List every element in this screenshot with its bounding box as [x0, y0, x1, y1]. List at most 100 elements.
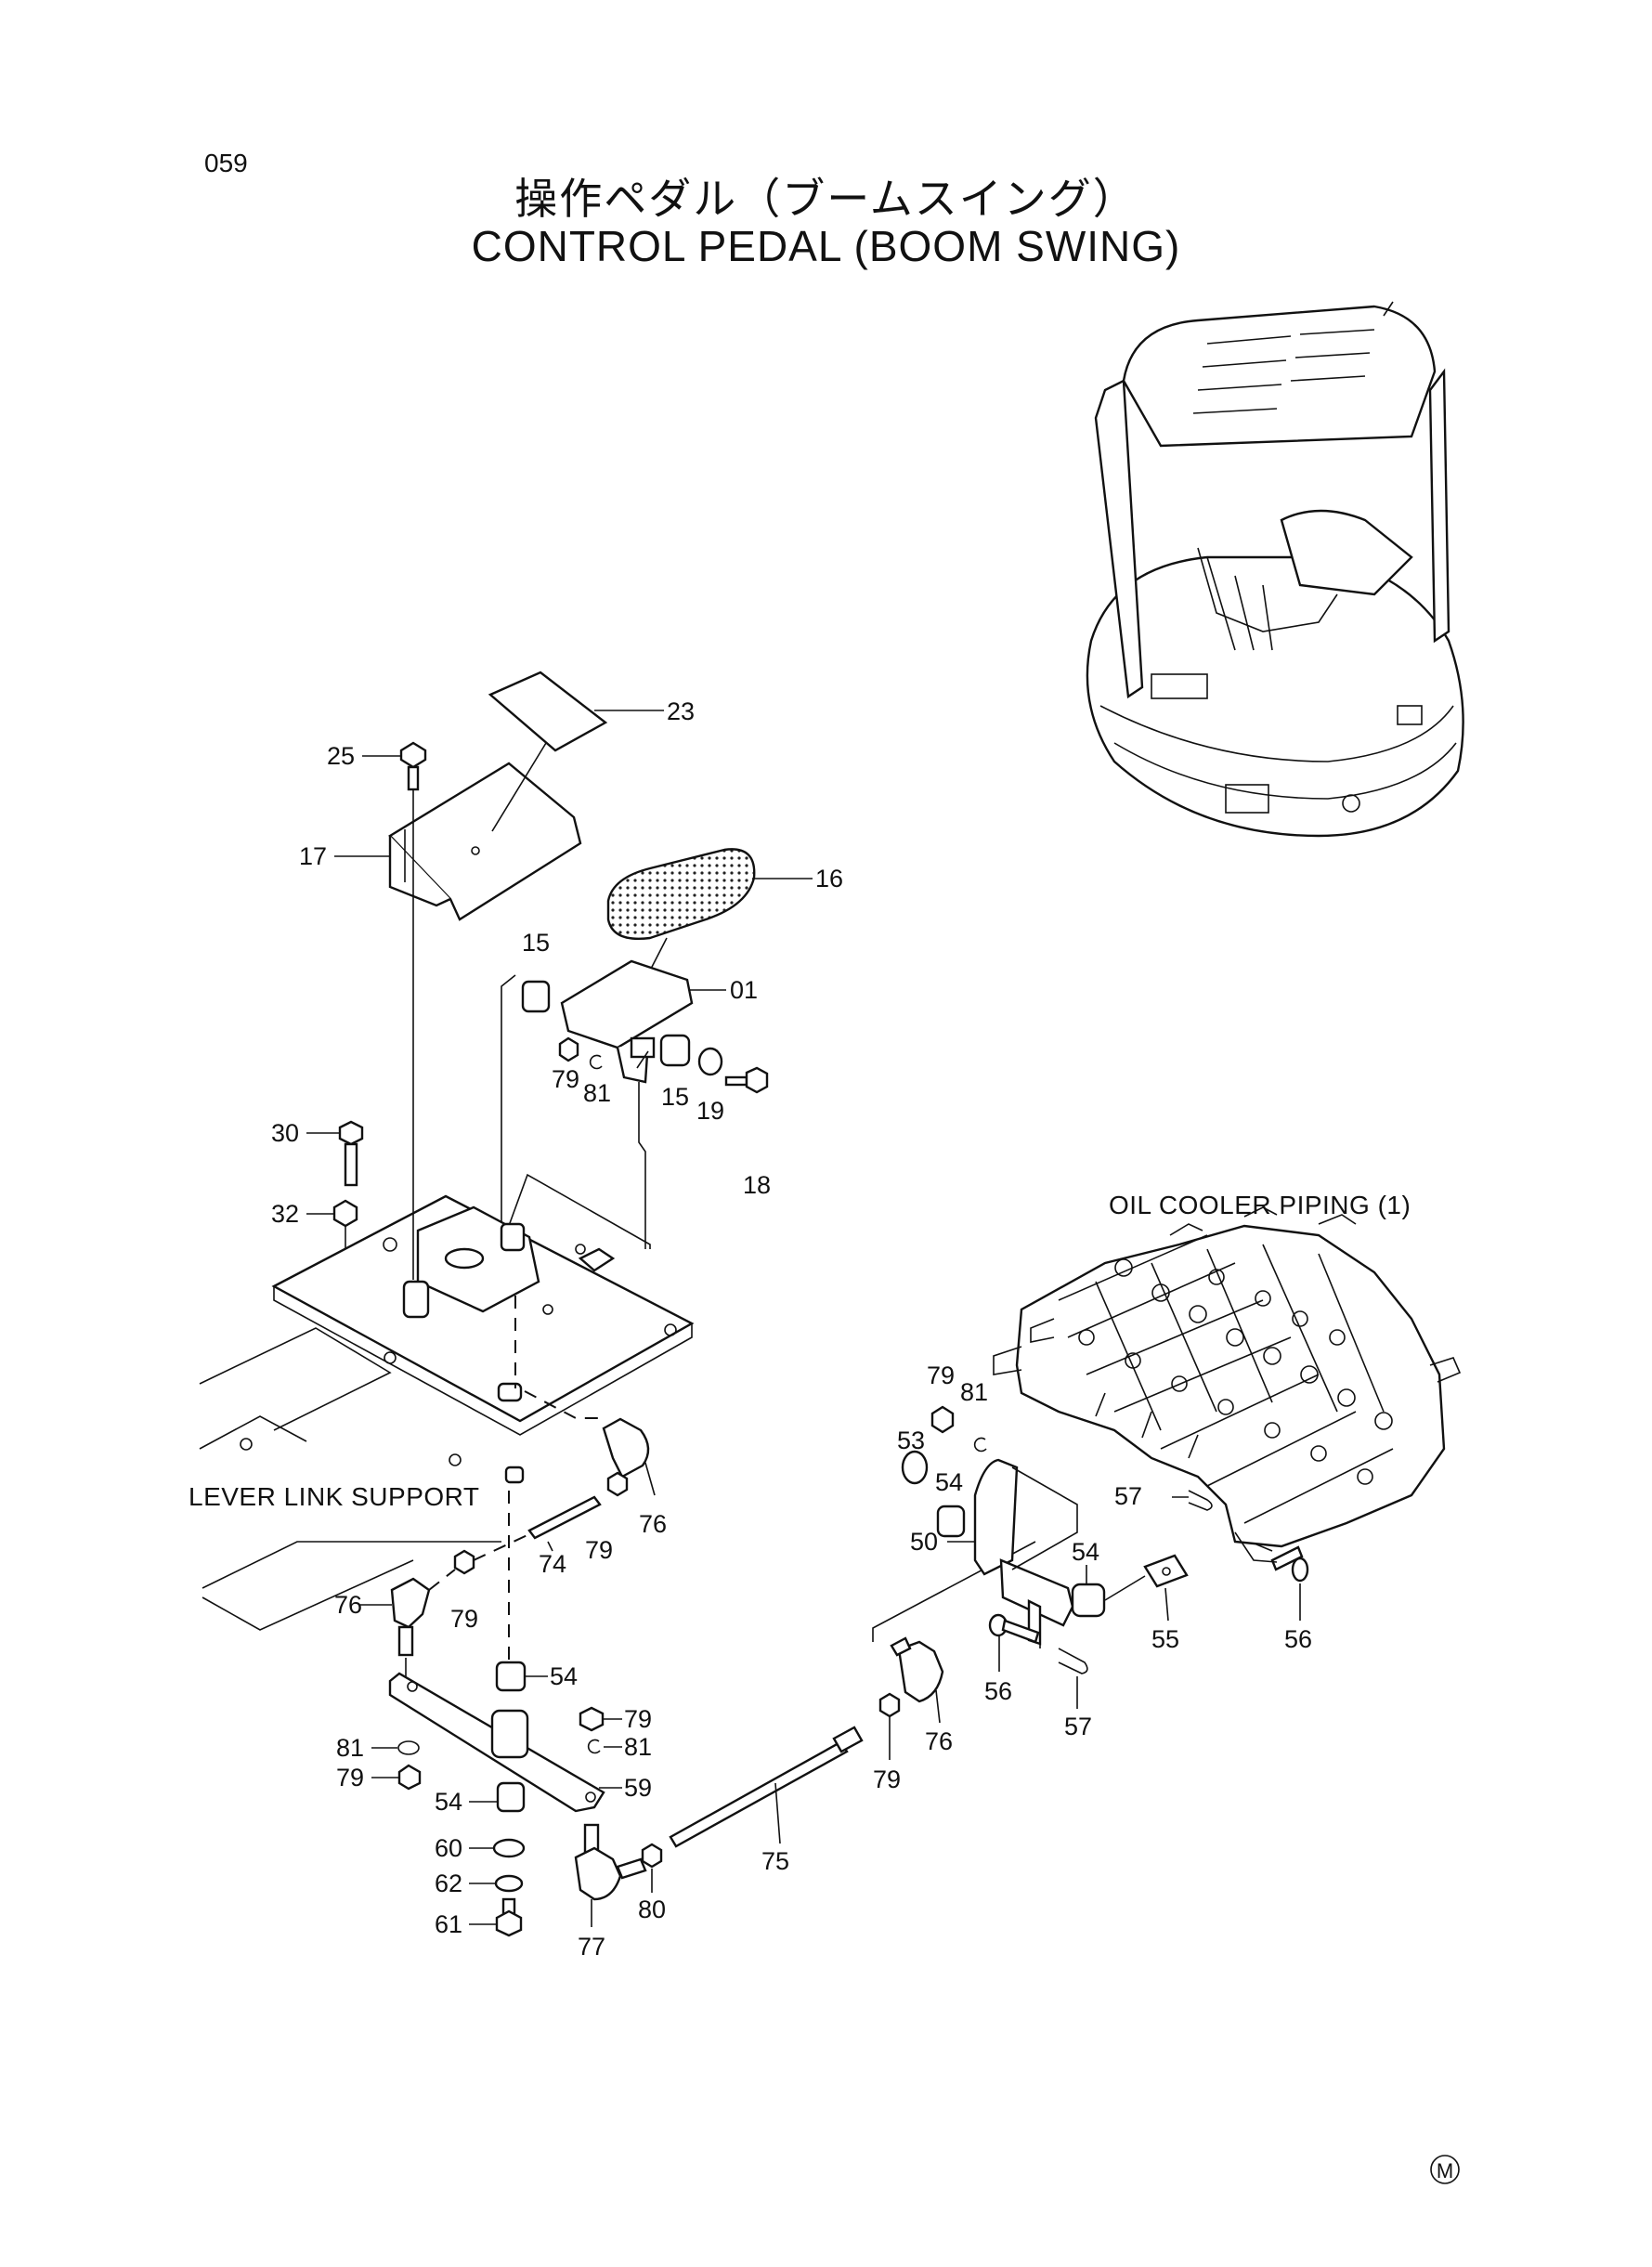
nut-80 — [641, 1843, 663, 1893]
nut-32 — [306, 1199, 358, 1249]
washer-60 — [469, 1838, 526, 1858]
bushing-54-valve-right — [1071, 1565, 1106, 1618]
pedal-arm-01 — [560, 959, 726, 1084]
ball-joint-76b — [360, 1569, 456, 1676]
page-number: 059 — [204, 149, 248, 177]
part-label: 81 — [336, 1734, 364, 1762]
part-label: 54 — [1072, 1538, 1099, 1566]
ball-joint-77 — [574, 1823, 647, 1927]
bushing-15b — [659, 1034, 691, 1067]
part-label: 74 — [539, 1550, 566, 1578]
page-title-japanese: 操作ペダル（ブームスイング） — [514, 174, 1138, 224]
part-label: 19 — [696, 1097, 724, 1125]
part-label: 16 — [815, 865, 843, 892]
oil-cooler-piping-label: OIL COOLER PIPING (1) — [1109, 1191, 1411, 1219]
washer-53 — [901, 1450, 929, 1485]
nut-79-lever-r — [579, 1706, 622, 1732]
part-label: 81 — [583, 1079, 611, 1107]
part-label: 54 — [935, 1468, 963, 1496]
washer-81-lever-l — [371, 1740, 420, 1755]
part-label: 59 — [624, 1774, 652, 1802]
part-label: 55 — [1151, 1625, 1179, 1653]
washer-81-pedal — [589, 1054, 603, 1070]
bushing-54-lever-bottom — [469, 1781, 526, 1813]
bushing-54-valve-left — [936, 1505, 966, 1538]
part-label: 79 — [624, 1705, 652, 1733]
part-label: 54 — [435, 1788, 462, 1816]
svg-text:M: M — [1437, 2159, 1453, 2182]
part-label: 80 — [638, 1896, 666, 1923]
part-label: 79 — [927, 1362, 955, 1389]
part-label: 17 — [299, 842, 327, 870]
part-label: 81 — [624, 1733, 652, 1761]
nut-79-pedal — [558, 1036, 579, 1062]
part-label: 18 — [743, 1171, 771, 1199]
part-label: 76 — [334, 1591, 362, 1619]
bolt-56-right — [1249, 1541, 1309, 1621]
pin-57-lower — [1058, 1648, 1088, 1709]
nut-79-valve — [930, 1405, 955, 1434]
part-label: 54 — [550, 1662, 578, 1690]
part-label: 15 — [522, 929, 550, 957]
pedal-cover-23 — [488, 671, 664, 752]
part-label: 76 — [925, 1727, 953, 1755]
pedal-pad-16 — [606, 848, 813, 971]
part-label: 79 — [585, 1536, 613, 1564]
washer-81-lever-r — [587, 1739, 622, 1754]
part-label: 75 — [761, 1847, 789, 1875]
excavator-cab-illustration — [1086, 301, 1464, 838]
stud-74 — [527, 1495, 602, 1552]
bolt-56-left — [988, 1613, 1040, 1672]
pin-57-upper — [1172, 1490, 1213, 1511]
part-label: 15 — [661, 1083, 689, 1111]
washer-62 — [469, 1874, 524, 1893]
part-label: 56 — [1284, 1625, 1312, 1653]
part-label: 23 — [667, 697, 695, 725]
bushing-54-lever-top — [495, 1661, 548, 1692]
pedal-bracket-17 — [334, 742, 582, 921]
part-label: 79 — [450, 1605, 478, 1633]
plate-55 — [1104, 1554, 1189, 1622]
part-label: 61 — [435, 1910, 462, 1938]
part-labels: 23 25 17 16 15 01 79 81 15 19 18 30 32 7… — [271, 697, 1312, 1961]
part-label: 56 — [984, 1677, 1012, 1705]
page-title-english: CONTROL PEDAL (BOOM SWING) — [471, 222, 1181, 270]
rod-75 — [669, 1726, 864, 1848]
bolt-61 — [469, 1897, 523, 1937]
floor-plate — [199, 1194, 695, 1631]
nut-79-rod — [878, 1692, 901, 1760]
part-label: 76 — [639, 1510, 667, 1538]
part-label: 01 — [730, 976, 758, 1004]
nut-79-link-b — [453, 1533, 530, 1575]
bolt-18 — [724, 1066, 769, 1094]
lever-link-support-label: LEVER LINK SUPPORT — [189, 1482, 480, 1511]
boss-lever — [490, 1709, 529, 1759]
part-label: 77 — [578, 1933, 605, 1961]
washer-19 — [697, 1047, 723, 1076]
bolt-30 — [306, 1120, 364, 1187]
part-label: 62 — [435, 1870, 462, 1897]
part-label: 30 — [271, 1119, 299, 1147]
part-label: 81 — [960, 1378, 988, 1406]
ball-joint-76a — [602, 1417, 656, 1496]
part-label: 53 — [897, 1427, 925, 1454]
part-label: 79 — [552, 1065, 579, 1093]
circled-m-mark: M — [1430, 2155, 1460, 2184]
part-label: 57 — [1114, 1482, 1142, 1510]
part-label: 79 — [336, 1764, 364, 1791]
part-label: 79 — [873, 1765, 901, 1793]
control-valve-illustration — [993, 1206, 1462, 1563]
nut-79-link-a — [606, 1471, 629, 1497]
part-label: 50 — [910, 1528, 938, 1556]
washer-81-valve — [973, 1437, 987, 1453]
part-label: 60 — [435, 1834, 462, 1862]
bolt-25 — [362, 741, 427, 817]
nut-79-lever-l — [371, 1764, 422, 1791]
part-label: 25 — [327, 742, 355, 770]
part-label: 57 — [1064, 1713, 1092, 1740]
part-label: 32 — [271, 1200, 299, 1228]
bracket-50 — [947, 1458, 1078, 1648]
bushing-15a — [501, 974, 551, 1235]
